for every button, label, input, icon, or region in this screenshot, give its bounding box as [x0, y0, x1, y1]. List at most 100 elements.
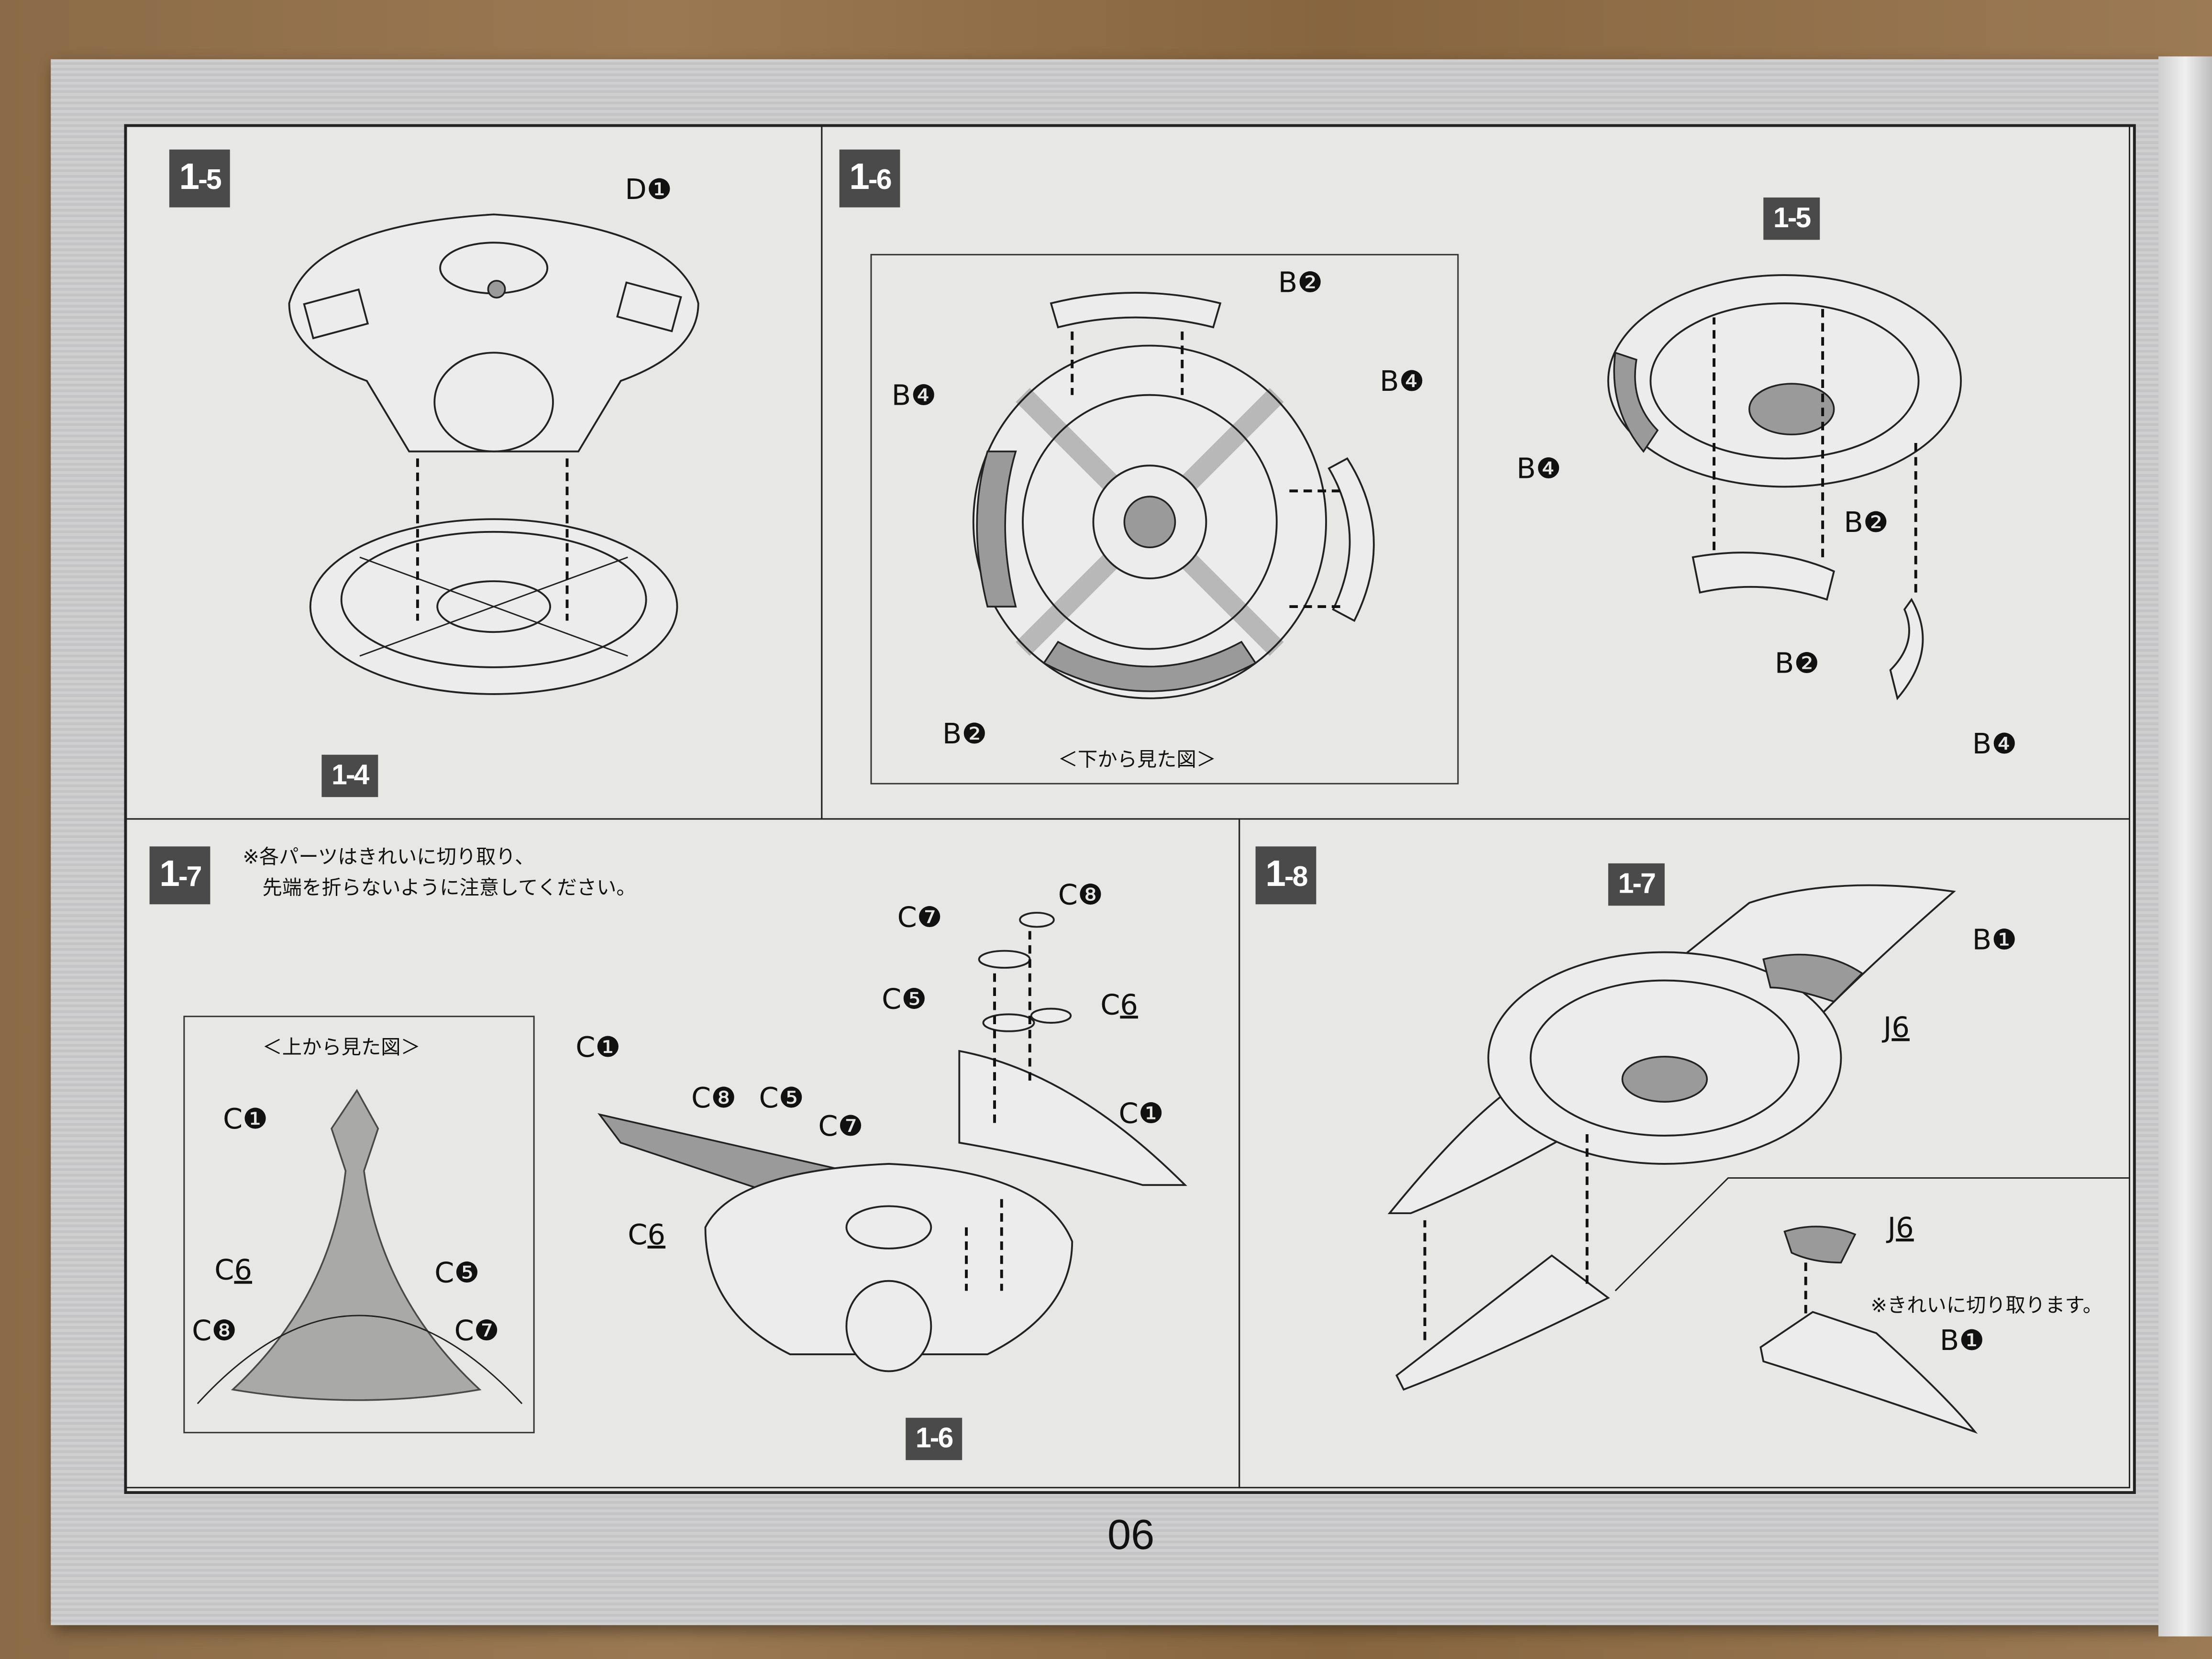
part-sprue-letter: J: [1887, 1210, 1896, 1245]
note-line: 先端を折らないように注意してください。: [262, 877, 636, 900]
top-view-wing-illustration: [231, 1089, 482, 1401]
part-label: C❼: [897, 900, 942, 934]
part-sprue-letter: C: [882, 982, 902, 1016]
part-sprue-letter: J: [1883, 1010, 1892, 1044]
step-number: 1: [179, 155, 200, 198]
ring-base-illustration: [309, 518, 678, 695]
part-number: ❹: [1991, 726, 2017, 761]
completed-assembly-illustration: [1387, 884, 2130, 1434]
step-subnumber: -8: [1284, 862, 1308, 893]
part-number: 6: [647, 1217, 666, 1251]
part-label: B❷: [1844, 505, 1888, 539]
part-sprue-letter: C: [575, 1029, 596, 1064]
part-label: C❶: [575, 1030, 620, 1064]
part-number: ❺: [778, 1080, 804, 1115]
part-label: C❼: [818, 1109, 863, 1143]
part-number: ❶: [595, 1029, 621, 1064]
part-sprue-letter: C: [759, 1080, 779, 1115]
step-1-7-note: ※各パーツはきれいに切り取り、先端を折らないように注意してください。: [243, 842, 636, 905]
ref-badge-1-6: 1-6: [906, 1417, 962, 1460]
page-number: 06: [1107, 1512, 1155, 1559]
part-number: ❽: [711, 1080, 737, 1115]
step-1-8-panel: [1239, 818, 2130, 1489]
part-sprue-letter: C: [192, 1313, 212, 1348]
part-number: ❷: [1794, 646, 1820, 680]
part-label: C❺: [434, 1256, 479, 1290]
part-label: C❺: [882, 982, 927, 1016]
part-number: ❷: [962, 717, 987, 751]
part-sprue-letter: C: [1058, 877, 1078, 912]
part-sprue-letter: C: [628, 1217, 648, 1251]
part-number: ❺: [901, 982, 927, 1016]
part-label: C❽: [1058, 877, 1103, 911]
part-sprue-letter: B: [891, 378, 911, 412]
part-sprue-letter: B: [1939, 1323, 1959, 1357]
part-number: ❹: [1536, 451, 1561, 486]
ref-badge-1-4: 1-4: [321, 754, 378, 797]
part-label: B❷: [1775, 646, 1819, 680]
assembled-base-illustration: [1607, 274, 1962, 700]
step-number: 1: [159, 852, 180, 895]
part-number: ❽: [211, 1313, 237, 1348]
part-label: B❷: [942, 717, 987, 751]
part-sprue-letter: C: [691, 1080, 711, 1115]
part-number: ❶: [646, 172, 672, 206]
part-number: ❹: [1399, 364, 1425, 398]
part-label: C❽: [192, 1314, 237, 1348]
part-sprue-letter: C: [1100, 987, 1120, 1022]
part-sprue-letter: C: [214, 1252, 234, 1287]
part-label: D❶: [625, 172, 672, 206]
step-subnumber: -5: [198, 165, 221, 196]
part-number: ❺: [454, 1255, 480, 1290]
part-label: J6: [1888, 1210, 1914, 1244]
part-number: 6: [234, 1252, 252, 1287]
step-badge-1-7: 1-7: [149, 846, 211, 905]
part-sprue-letter: C: [434, 1255, 454, 1290]
part-number: 6: [1120, 987, 1138, 1022]
step-number: 1: [1265, 852, 1286, 895]
part-number: ❷: [1863, 505, 1889, 539]
part-label: C❶: [1119, 1096, 1164, 1130]
bottom-view-box: [870, 254, 1459, 785]
part-number: 6: [1896, 1210, 1914, 1245]
part-label: C6: [1100, 987, 1138, 1021]
part-label: B❷: [1278, 265, 1323, 299]
next-page-edge: [2158, 56, 2212, 1637]
step-badge-1-6: 1-6: [839, 149, 901, 208]
step-subnumber: -6: [868, 165, 892, 196]
ref-badge-1-7: 1-7: [1608, 863, 1665, 906]
part-sprue-letter: C: [1118, 1096, 1139, 1130]
part-sprue-letter: B: [1972, 922, 1992, 957]
part-sprue-letter: C: [897, 900, 917, 934]
part-number: ❶: [1991, 922, 2017, 957]
part-number: ❼: [917, 900, 942, 934]
part-number: ❽: [1077, 877, 1103, 912]
part-sprue-letter: B: [1774, 646, 1794, 680]
step-badge-1-8: 1-8: [1255, 846, 1317, 905]
part-number: ❶: [243, 1102, 268, 1136]
part-number: ❼: [474, 1313, 499, 1348]
part-number: ❷: [1297, 265, 1323, 299]
part-number: ❹: [911, 378, 937, 412]
part-label: B❶: [1972, 923, 2017, 957]
bottom-view-caption: ＜下から見た図＞: [1058, 749, 1217, 772]
part-sprue-letter: C: [222, 1102, 243, 1136]
part-label: C❼: [454, 1314, 499, 1348]
part-label: J6: [1883, 1010, 1910, 1044]
step-1-8-note: ※きれいに切り取ります。: [1870, 1295, 2103, 1318]
part-sprue-letter: B: [942, 717, 962, 751]
part-label: B❹: [892, 378, 936, 412]
part-number: ❶: [1959, 1323, 1985, 1357]
part-label: B❹: [1380, 364, 1424, 398]
part-sprue-letter: D: [625, 172, 647, 206]
bottom-view-illustration: [972, 292, 1375, 699]
part-label: B❶: [1940, 1323, 1984, 1357]
step-subnumber: -7: [178, 862, 202, 893]
part-number: ❼: [838, 1108, 863, 1143]
part-label: C❽: [691, 1081, 736, 1115]
wing-and-dome-illustration: [597, 912, 1187, 1372]
part-label: B❹: [1516, 452, 1561, 486]
part-sprue-letter: B: [1278, 265, 1298, 299]
